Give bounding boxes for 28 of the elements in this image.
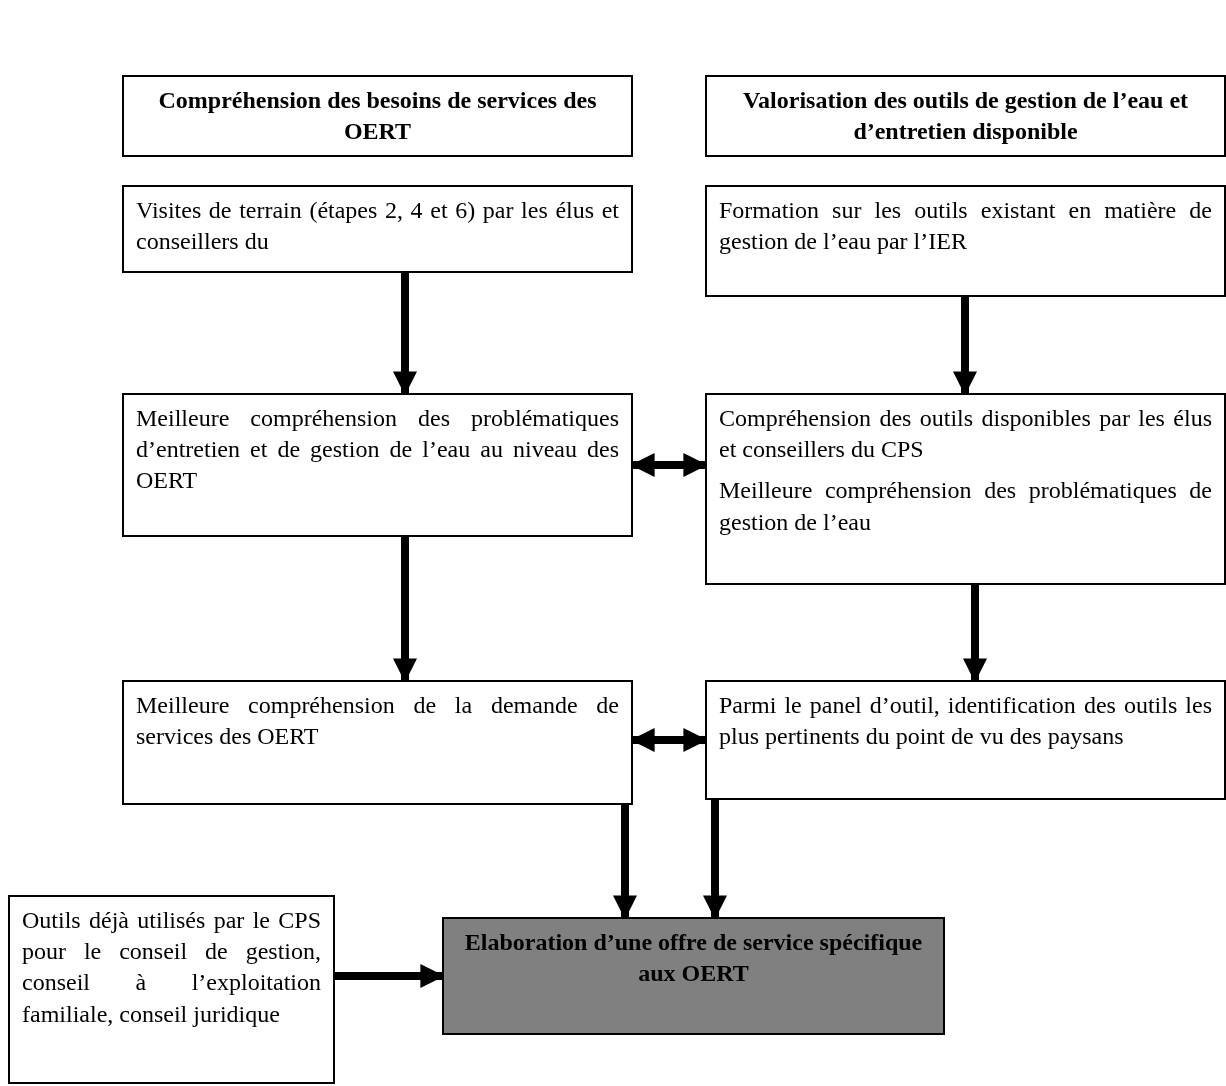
heading-box xyxy=(705,75,1226,157)
process-box xyxy=(705,393,1226,585)
block-arrow xyxy=(613,805,637,920)
block-arrow xyxy=(335,964,445,988)
process-box xyxy=(705,680,1226,800)
process-box xyxy=(122,185,633,273)
box-text: Formation sur les outils existant en matière de gestion de l’eau par l’IER xyxy=(719,196,1212,257)
box-text: Valorisation des outils de gestion de l’eau et d’entretien disponible xyxy=(741,85,1190,146)
process-box xyxy=(8,895,335,1084)
box-text: Meilleure compréhension des problématiques d’entretien et de gestion de l’eau au niveau des OERT xyxy=(136,404,619,496)
process-box xyxy=(122,680,633,805)
process-box xyxy=(122,393,633,537)
heading-box xyxy=(122,75,633,157)
box-text: Compréhension des besoins de services des OERT xyxy=(157,85,598,146)
box-text: Visites de terrain (étapes 2, 4 et 6) par les élus et conseillers du xyxy=(136,196,619,257)
box-text: Elaboration d’une offre de service spécifique aux OERT xyxy=(463,928,924,989)
block-arrow xyxy=(963,585,987,683)
process-box xyxy=(705,185,1226,297)
block-arrow xyxy=(393,537,417,683)
box-text: Parmi le panel d’outil, identification des outils les plus pertinents du point de vu des paysans xyxy=(719,691,1212,752)
result-box xyxy=(442,917,945,1035)
block-arrow xyxy=(393,273,417,396)
box-text: Outils déjà utilisés par le CPS pour le conseil de gestion, conseil à l’exploitation familiale, conseil juridique xyxy=(22,906,321,1029)
block-arrow xyxy=(703,800,727,920)
box-text: Meilleure compréhension des problématiques de gestion de l’eau xyxy=(719,476,1212,537)
block-arrow xyxy=(953,297,977,396)
box-text: Meilleure compréhension de la demande de services des OERT xyxy=(136,691,619,752)
box-text: Compréhension des outils disponibles par les élus et conseillers du CPS xyxy=(719,404,1212,465)
